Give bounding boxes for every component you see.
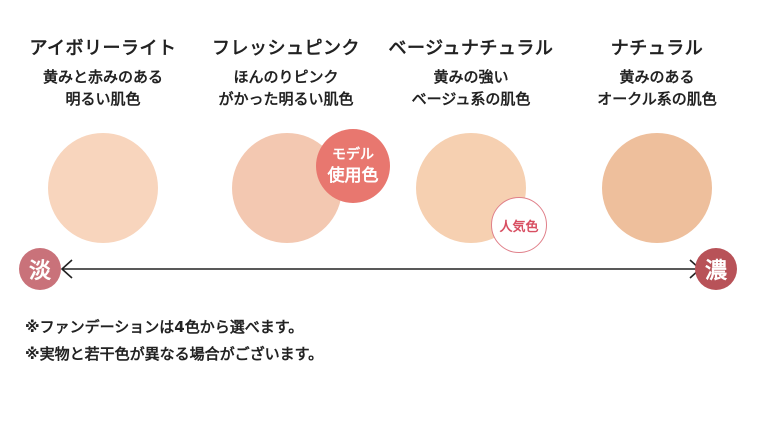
- shade-description-line: 黄みの強い: [433, 68, 509, 86]
- shade-description-line: がかった明るい肌色: [218, 90, 354, 108]
- shade-name: アイボリーライト: [29, 38, 177, 59]
- swatch-natural: [602, 133, 712, 243]
- shade-description-line: 明るい肌色: [65, 90, 141, 108]
- shade-description-line: 黄みのある: [619, 68, 695, 86]
- swatch-ivory-light: [48, 133, 158, 243]
- popular-color-badge: 人気色: [491, 197, 547, 253]
- shade-description-line: ほんのりピンク: [233, 68, 339, 86]
- scale-light-label: 淡: [28, 259, 51, 284]
- double-arrow-icon: [60, 259, 702, 279]
- scale-dark-label: 濃: [704, 259, 727, 284]
- shade-name: ナチュラル: [610, 38, 704, 59]
- model-badge-line1: モデル: [332, 147, 374, 163]
- scale-dark-end: 濃: [695, 248, 737, 290]
- shade-description: 黄みのある オークル系の肌色: [562, 66, 752, 110]
- shade-name: ベージュナチュラル: [388, 38, 554, 59]
- model-color-badge: モデル 使用色: [316, 129, 390, 203]
- shade-description: 黄みと赤みのある 明るい肌色: [8, 66, 198, 110]
- shade-description: ほんのりピンク がかった明るい肌色: [191, 66, 381, 110]
- model-badge-line2: 使用色: [327, 166, 379, 186]
- note-line: ※ファンデーションは4色から選べます。: [25, 318, 304, 336]
- shade-description-line: 黄みと赤みのある: [42, 68, 163, 86]
- shade-description: 黄みの強い ベージュ系の肌色: [376, 66, 566, 110]
- scale-light-end: 淡: [19, 248, 61, 290]
- shade-description-line: オークル系の肌色: [597, 90, 717, 108]
- note-line: ※実物と若干色が異なる場合がございます。: [25, 345, 324, 363]
- shade-description-line: ベージュ系の肌色: [411, 90, 531, 108]
- shade-name: フレッシュピンク: [212, 38, 360, 59]
